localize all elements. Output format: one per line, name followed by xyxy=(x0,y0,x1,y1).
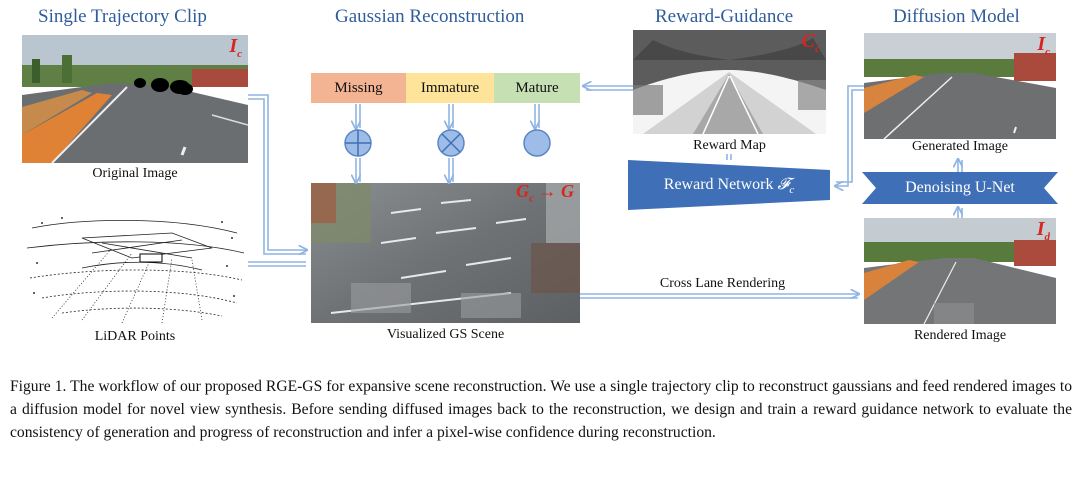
label-lidar-points: LiDAR Points xyxy=(94,329,176,344)
dot-circle-icon xyxy=(523,129,551,157)
original-image: Ic xyxy=(22,35,248,163)
label-cross-lane-rendering: Cross Lane Rendering xyxy=(659,276,786,291)
reward-network-box: Reward Network 𝓕c xyxy=(628,160,830,210)
label-generated-image: Generated Image xyxy=(912,139,1008,154)
status-immature: Immature xyxy=(406,73,494,103)
label-rendered-image: Rendered Image xyxy=(913,328,1007,343)
title-reward-guidance: Reward-Guidance xyxy=(655,6,794,27)
label-gs-scene: Visualized GS Scene xyxy=(386,327,505,342)
reward-map-image: Cc xyxy=(633,30,826,134)
lidar-image xyxy=(22,208,248,326)
title-single-trajectory: Single Trajectory Clip xyxy=(38,6,207,27)
generated-image: Ic xyxy=(864,33,1056,139)
reward-network-label: Reward Network xyxy=(663,176,774,193)
label-reward-map: Reward Map xyxy=(693,138,766,153)
tag-original: Ic xyxy=(229,35,242,60)
title-gaussian-reconstruction: Gaussian Reconstruction xyxy=(335,6,525,27)
tag-reward: Cc xyxy=(801,30,820,55)
plus-circle-icon xyxy=(344,129,372,157)
reward-network-symbol: 𝓕 xyxy=(777,176,790,193)
status-mature: Mature xyxy=(494,73,580,103)
title-diffusion-model: Diffusion Model xyxy=(893,6,1020,27)
tag-generated: Ic xyxy=(1037,33,1050,58)
tag-gs: Gc → G xyxy=(516,183,574,205)
denoising-unet-label: Denoising U-Net xyxy=(905,179,1015,196)
rendered-image: Id xyxy=(864,218,1056,324)
reward-network-sub: c xyxy=(789,184,795,197)
figure-caption: Figure 1. The workflow of our proposed R… xyxy=(10,378,1072,441)
gs-scene-image: Gc → G xyxy=(311,183,580,323)
label-original-image: Original Image xyxy=(92,166,178,181)
tag-rendered: Id xyxy=(1036,218,1050,243)
status-missing: Missing xyxy=(311,73,406,103)
cross-circle-icon xyxy=(437,129,465,157)
denoising-unet-box: Denoising U-Net xyxy=(862,172,1058,204)
